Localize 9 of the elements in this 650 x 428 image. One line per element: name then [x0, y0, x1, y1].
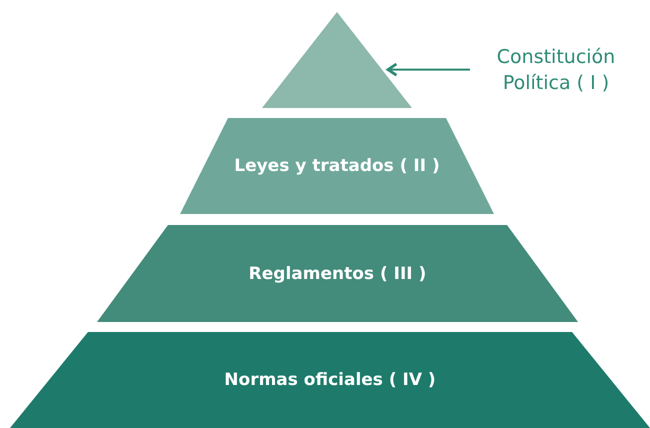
level-label: Reglamentos ( III )	[248, 264, 428, 284]
pyramid-level	[180, 118, 494, 214]
arrow	[386, 62, 470, 77]
pyramid-level	[97, 225, 578, 322]
level-label: Normas oficiales ( IV )	[223, 370, 437, 390]
pyramid-apex	[262, 12, 412, 108]
level-label: Leyes y tratados ( II )	[233, 156, 441, 176]
pyramid-level	[10, 332, 650, 428]
callout-text: Constitución Política ( I )	[470, 44, 642, 100]
